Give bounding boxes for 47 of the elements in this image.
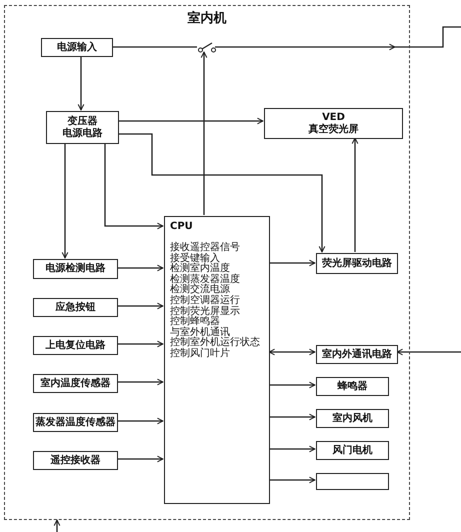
circuit-box [316,377,389,396]
cpu-block [164,216,270,504]
box-label: 上电复位电路 [46,340,106,352]
box-label: VED [322,112,345,124]
box-label: 变压器 [68,116,98,128]
cpu-heading: CPU [170,221,193,233]
box-label: 电源电路 [62,128,102,140]
circuit-box [316,253,398,274]
box-label: 遥控接收器 [50,454,100,466]
box-label: 电源检测电路 [46,263,106,275]
box-label: 电源输入 [57,42,97,54]
circuit-box [33,374,118,393]
box-label: 风门电机 [332,444,372,456]
box-label: 应急按钮 [56,302,96,314]
box-label: 真空荧光屏 [308,124,358,136]
circuit-box [316,441,389,460]
function-item: 检测室内温度 [170,264,230,274]
unit-title: 室内机 [188,11,226,27]
function-item: 控制风门叶片 [170,348,230,360]
function-item: 接受键输入 [170,254,220,264]
indoor-unit-boundary [4,5,410,520]
circuit-box [33,336,118,355]
box-label: 蜂鸣器 [338,380,368,392]
empty-box [316,473,389,490]
box-label: 室内外通讯电路 [322,348,392,360]
function-item: 控制室外机运行状态 [170,338,260,348]
function-item: 接收遥控器信号 [170,243,240,253]
function-item: 控制空调器运行 [170,296,240,306]
switch-symbol [198,42,216,53]
circuit-box [41,38,113,57]
function-item: 控制蜂鸣器 [170,317,220,328]
function-item: 与室外机通讯 [170,328,230,338]
circuit-box [33,451,118,470]
circuit-box [264,108,403,139]
circuit-box [33,298,118,317]
function-item: 控制荧光屏显示 [170,306,240,317]
function-item: 检测蒸发器温度 [170,274,240,285]
circuit-box [316,345,398,364]
function-item: 检测交流电源 [170,285,230,296]
box-label: 室内风机 [332,412,372,424]
circuit-box [33,259,118,279]
circuit-box [46,111,119,144]
circuit-box [316,409,389,428]
box-label: 室内温度传感器 [40,378,110,390]
circuit-box [33,413,118,432]
box-label: 蒸发器温度传感器 [36,416,116,428]
box-label: 荧光屏驱动电路 [322,258,392,270]
